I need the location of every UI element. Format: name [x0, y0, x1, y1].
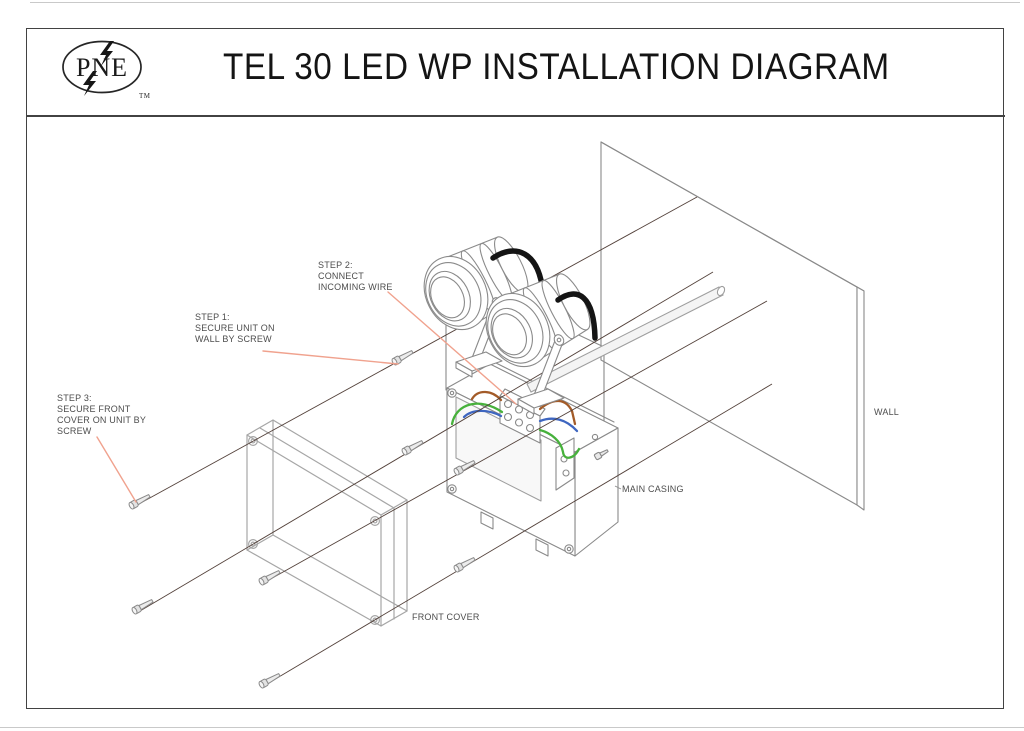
lightning-bolt-top-icon	[100, 41, 114, 66]
leader-step3	[96, 436, 137, 503]
logo-tm: TM	[139, 92, 151, 100]
terminal-wires	[450, 390, 581, 459]
wire-green-right	[538, 428, 581, 459]
scan-artifact-bottom	[0, 727, 1024, 728]
label-wall: WALL	[874, 407, 899, 417]
lamp-cable-right	[555, 291, 598, 341]
wall-screw-1	[391, 350, 414, 366]
cover-screw-4	[258, 673, 281, 689]
leader-step1	[262, 350, 399, 365]
alignment-lines	[136, 196, 773, 685]
logo-ellipse	[62, 40, 142, 94]
pne-logo: PNE	[62, 40, 142, 96]
scan-artifact-top	[30, 2, 1020, 3]
cover-corner-holes	[248, 436, 381, 625]
header-divider	[26, 115, 1005, 117]
wire-blue-right	[538, 417, 579, 433]
leader-main-casing	[614, 485, 622, 490]
alignment-line-1	[136, 196, 698, 506]
alignment-line-3	[266, 300, 768, 582]
lamp-bracket-right	[517, 334, 565, 415]
label-step3: STEP 3: SECURE FRONT COVER ON UNIT BY SC…	[57, 393, 147, 436]
wire-brown-right	[538, 399, 577, 426]
cover-screw-3	[258, 570, 281, 586]
wall	[600, 141, 865, 511]
alignment-line-4	[266, 383, 773, 685]
logo-text: PNE	[76, 53, 128, 82]
side-mounting-bracket	[555, 433, 609, 491]
leader-lines	[96, 291, 622, 503]
side-screw-icon	[593, 449, 609, 461]
leader-step2	[387, 291, 517, 405]
casing-feet	[480, 511, 549, 557]
wall-screw-2	[401, 440, 424, 456]
wire-blue-left	[462, 409, 503, 419]
wire-green-left	[450, 402, 504, 426]
label-main-casing: MAIN CASING	[622, 484, 684, 494]
wall-screw-3	[453, 460, 476, 476]
label-step1: STEP 1: SECURE UNIT ON WALL BY SCREW	[195, 312, 275, 344]
fixing-screws	[128, 350, 476, 689]
wire-brown-left	[470, 390, 503, 402]
lightning-bolt-bottom-icon	[83, 71, 97, 96]
conduit-pipe	[526, 285, 726, 393]
front-cover	[246, 419, 408, 627]
label-step2: STEP 2: CONNECT INCOMING WIRE	[318, 260, 393, 292]
cover-screw-2	[131, 599, 154, 615]
wall-screw-4	[453, 557, 476, 573]
page-title: TEL 30 LED WP INSTALLATION DIAGRAM	[223, 46, 890, 87]
label-front-cover: FRONT COVER	[412, 612, 480, 622]
alignment-line-2	[139, 271, 714, 612]
drawing-frame	[26, 28, 1004, 709]
